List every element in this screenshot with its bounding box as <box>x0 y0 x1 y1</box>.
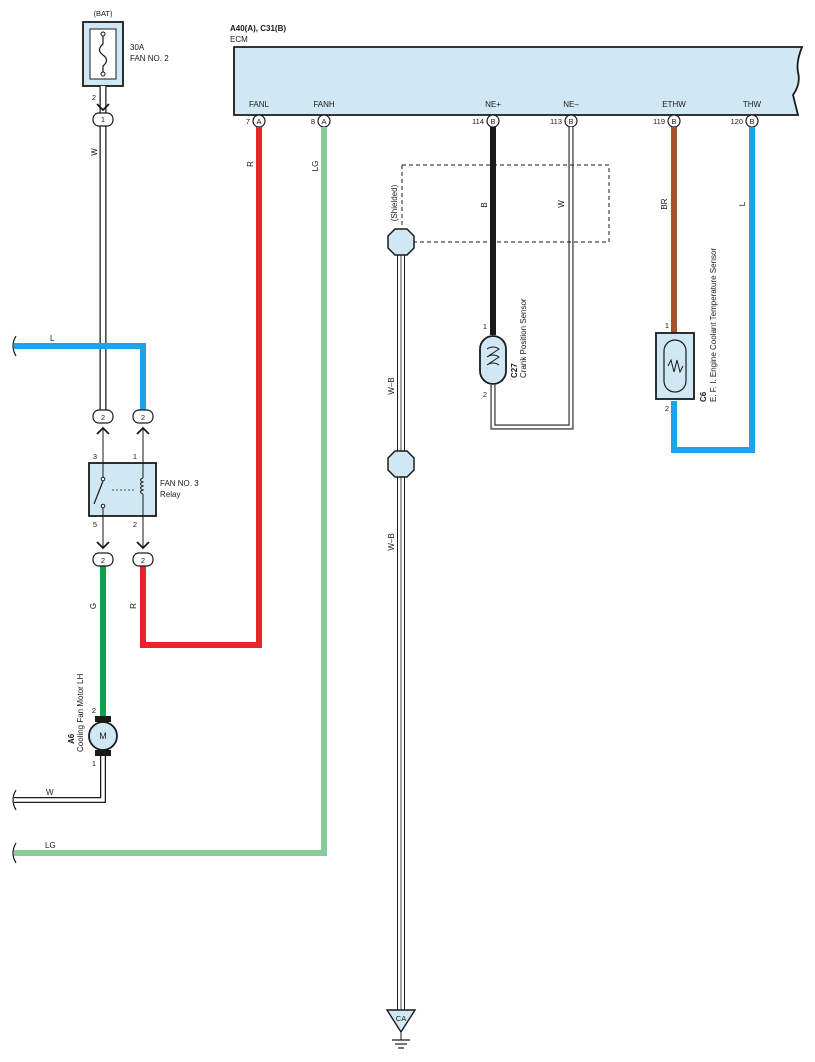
coolant-code: C6 <box>699 391 708 402</box>
crank-sensor-coil-icon <box>486 346 500 366</box>
break-mark-l <box>12 335 17 357</box>
ecm-terminal-ethw: ETHW <box>662 100 686 109</box>
motor-name: Cooling Fan Motor LH <box>76 674 85 752</box>
coolant-pin-1: 1 <box>665 321 669 330</box>
ecm-pin-120: 120 <box>730 117 743 126</box>
crank-position-sensor: 1 2 C27 Crank Position Sensor <box>479 298 528 399</box>
ecm-pin-114: 114 <box>472 117 484 126</box>
ecm-terminal-ne-plus: NE+ <box>485 100 501 109</box>
wire-label-b: B <box>480 202 489 207</box>
break-mark-lg <box>12 842 17 864</box>
relay-pin-3: 3 <box>93 452 97 461</box>
relay-sub: Relay <box>160 490 180 499</box>
relay-fan-no-3: 3 1 5 2 FAN NO. 3 Relay <box>88 452 199 529</box>
junction-fuse-1: 1 <box>92 103 114 127</box>
wire-lg-fanh <box>14 127 327 856</box>
fuse-source: (BAT) <box>93 9 113 18</box>
cooling-fan-motor-lh: M 2 1 A6 Cooling Fan Motor LH <box>67 674 118 768</box>
coolant-name: E. F. I. Engine Coolant Temperature Sens… <box>709 248 718 402</box>
shield-label: (Shielded) <box>390 184 399 221</box>
ground-triangle-icon <box>385 1009 417 1034</box>
wire-label-w-b-2: W–B <box>387 533 396 550</box>
ecm-connector-b-120-label: B <box>749 117 754 126</box>
thermistor-icon <box>667 358 684 374</box>
svg-text:2: 2 <box>141 556 145 565</box>
svg-text:2: 2 <box>101 556 105 565</box>
crank-sensor-body <box>479 335 507 385</box>
splice-octagon-middle <box>387 450 415 478</box>
wire-label-lg-top: LG <box>311 161 320 172</box>
splice-octagon-top <box>387 228 415 256</box>
relay-pin-5: 5 <box>93 520 97 529</box>
relay-pin-1: 1 <box>133 452 137 461</box>
crank-name: Crank Position Sensor <box>519 298 528 378</box>
fuse-rating: 30A <box>130 43 145 52</box>
motor-pin-1: 1 <box>92 759 96 768</box>
relay-switch-icon <box>93 480 104 505</box>
wire-label-r-bottom: R <box>129 603 138 609</box>
ground-ca: CA <box>385 1009 417 1049</box>
crank-pin-1: 1 <box>483 322 487 331</box>
wire-label-br: BR <box>660 198 669 209</box>
wire-label-w-ne-minus: W <box>557 200 566 208</box>
wire-label-w-top: W <box>90 148 99 156</box>
relay-coil-icon <box>140 477 145 495</box>
ecm-connectors: A40(A), C31(B) <box>230 24 286 33</box>
engine-coolant-temperature-sensor: 1 2 C6 E. F. I. Engine Coolant Temperatu… <box>655 248 718 413</box>
ecm-title: ECM <box>230 35 248 44</box>
ecm-connector-b-114-label: B <box>490 117 495 126</box>
shield-enclosure <box>401 164 610 243</box>
fuse-name: FAN NO. 2 <box>130 54 169 63</box>
relay-name: FAN NO. 3 <box>160 479 199 488</box>
wire-r-fanl <box>140 127 262 648</box>
break-mark-w <box>12 789 17 811</box>
junction-relay-bottom-left: 2 <box>92 516 114 567</box>
ecm-connector-a-7-label: A <box>256 117 261 126</box>
wire-label-l-thw: L <box>738 201 747 206</box>
wire-l-thw <box>671 127 755 453</box>
ground-label: CA <box>396 1014 406 1023</box>
ecm-pin-8: 8 <box>311 117 315 126</box>
ecm-terminal-fanl: FANL <box>249 100 270 109</box>
ecm-connector-b-113-label: B <box>568 117 573 126</box>
ecm-terminal-fanh: FANH <box>313 100 335 109</box>
wire-label-g: G <box>89 603 98 609</box>
ecm: A40(A), C31(B) ECM FANL FANH NE+ NE– ETH… <box>230 24 804 128</box>
wire-label-lg-left: LG <box>45 841 56 850</box>
motor-pin-2: 2 <box>92 706 96 715</box>
ecm-pin-119: 119 <box>653 117 665 126</box>
wire-label-l-left: L <box>50 334 55 343</box>
svg-text:1: 1 <box>101 115 105 124</box>
motor-icon <box>88 721 118 751</box>
ecm-terminal-ne-minus: NE– <box>563 100 579 109</box>
wire-w-ne-minus <box>490 127 574 430</box>
motor-code: A6 <box>67 733 76 744</box>
ecm-pin-113: 113 <box>550 117 562 126</box>
wire-label-w-b-1: W–B <box>387 377 396 394</box>
junction-relay-bottom-right: 2 <box>132 516 154 567</box>
ecm-pin-7: 7 <box>246 117 250 126</box>
fuse-pin: 2 <box>92 93 96 102</box>
relay-pin-2: 2 <box>133 520 137 529</box>
ecm-body <box>233 46 804 116</box>
fuse-fan-no-2: (BAT) 30A FAN NO. 2 2 <box>82 9 169 102</box>
coolant-pin-2: 2 <box>665 404 669 413</box>
svg-text:2: 2 <box>101 413 105 422</box>
ecm-connector-a-8-label: A <box>321 117 326 126</box>
fuse-element-icon <box>98 34 108 74</box>
ecm-terminal-thw: THW <box>743 100 762 109</box>
motor-symbol: M <box>99 731 107 741</box>
crank-code: C27 <box>510 363 519 378</box>
wire-w-motor-ground <box>14 754 106 803</box>
junction-relay-top-right: 2 <box>132 409 154 463</box>
ecm-connector-b-119-label: B <box>671 117 676 126</box>
junction-relay-top-left: 2 <box>92 409 114 463</box>
svg-text:2: 2 <box>141 413 145 422</box>
crank-pin-2: 2 <box>483 390 487 399</box>
wire-l-relay <box>14 343 146 410</box>
wire-label-r-top: R <box>246 161 255 167</box>
wire-label-w-bottom: W <box>46 788 54 797</box>
